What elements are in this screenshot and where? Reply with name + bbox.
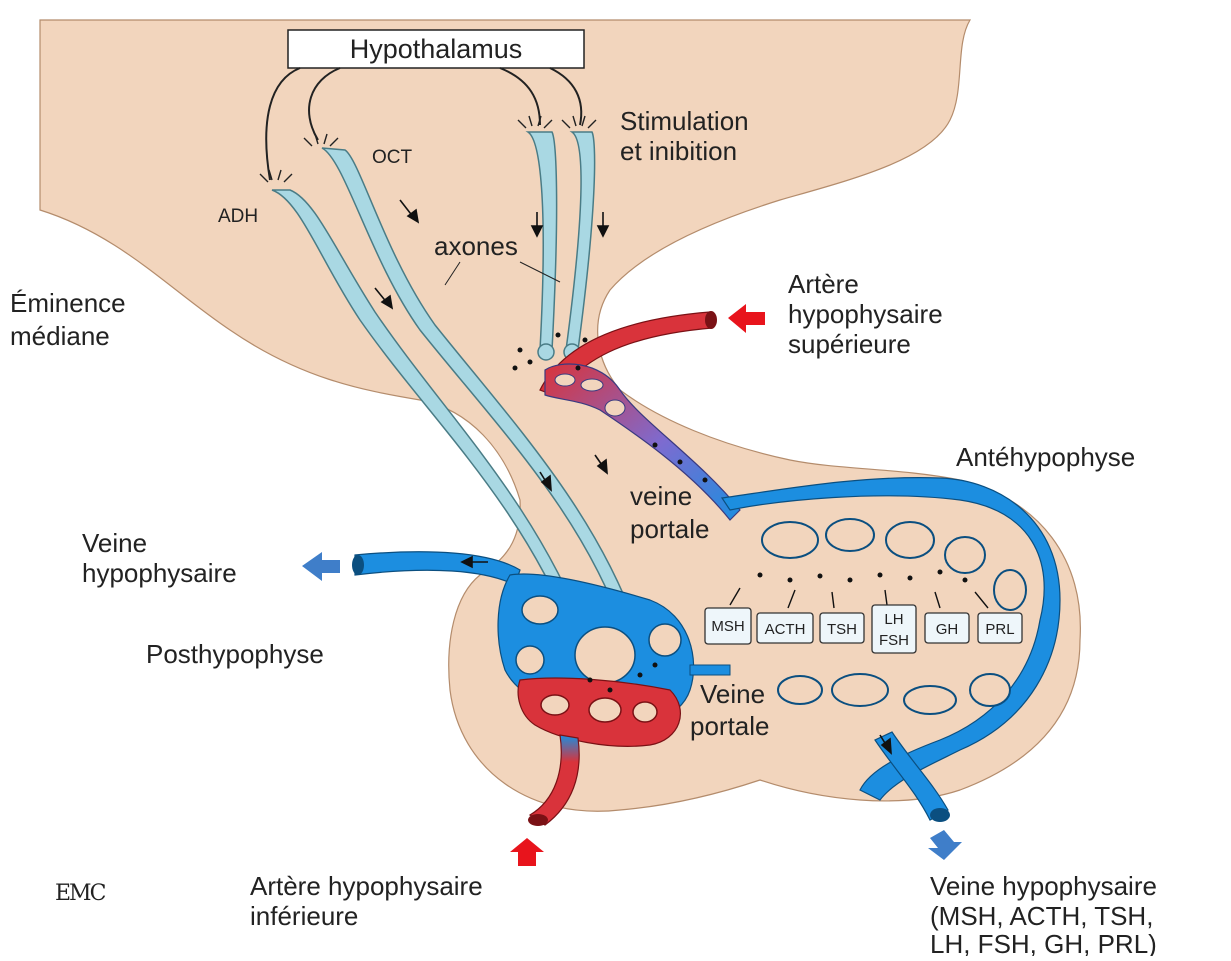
hormone-acth: ACTH <box>765 621 806 638</box>
inferior-artery-opening <box>528 814 548 826</box>
label-artere-sup-1: Artère <box>788 269 859 299</box>
label-stimulation-2: et inibition <box>620 136 737 166</box>
label-artere-inf-2: inférieure <box>250 901 358 931</box>
left-vein-opening <box>352 555 364 575</box>
label-antehypophyse: Antéhypophyse <box>956 442 1135 472</box>
label-artere-sup-2: hypophysaire <box>788 299 943 329</box>
hormone-lh: LH <box>884 611 903 628</box>
hormone-prl: PRL <box>985 621 1014 638</box>
label-artere-sup-3: supérieure <box>788 329 911 359</box>
label-posthypophyse: Posthypophyse <box>146 639 324 669</box>
blue-arrow-icon <box>928 830 962 860</box>
label-veine-hypo-2: hypophysaire <box>82 558 237 588</box>
label-eminence-2: médiane <box>10 321 110 351</box>
label-veine-portale-1a: veine <box>630 481 692 511</box>
hypothalamus-title: Hypothalamus <box>350 34 523 64</box>
superior-artery-opening <box>705 311 717 329</box>
label-artere-inf-1: Artère hypophysaire <box>250 871 483 901</box>
label-veine-hypo-out-2: (MSH, ACTH, TSH, <box>930 901 1153 931</box>
hormone-tsh: TSH <box>827 621 857 638</box>
label-veine-hypo-out-1: Veine hypophysaire <box>930 871 1157 901</box>
hormone-msh: MSH <box>711 618 744 635</box>
label-veine-portale-2a: Veine <box>700 679 765 709</box>
label-veine-portale-1b: portale <box>630 514 710 544</box>
label-veine-hypo-out-3: LH, FSH, GH, PRL) <box>930 929 1157 956</box>
red-arrow-icon <box>728 304 765 333</box>
label-adh: ADH <box>218 206 258 227</box>
emc-logo: EMC <box>55 881 106 906</box>
label-oct: OCT <box>372 147 413 168</box>
label-veine-portale-2b: portale <box>690 711 770 741</box>
label-eminence-1: Éminence <box>10 288 126 318</box>
label-veine-hypo-1: Veine <box>82 528 147 558</box>
blue-arrow-icon <box>302 552 340 581</box>
red-arrow-icon <box>510 838 544 866</box>
label-axones: axones <box>434 231 518 261</box>
portal-vein-2 <box>690 665 730 675</box>
hormone-gh: GH <box>936 621 959 638</box>
hormone-fsh: FSH <box>879 632 909 649</box>
outflow-vein-opening <box>930 808 950 822</box>
label-stimulation-1: Stimulation <box>620 106 749 136</box>
